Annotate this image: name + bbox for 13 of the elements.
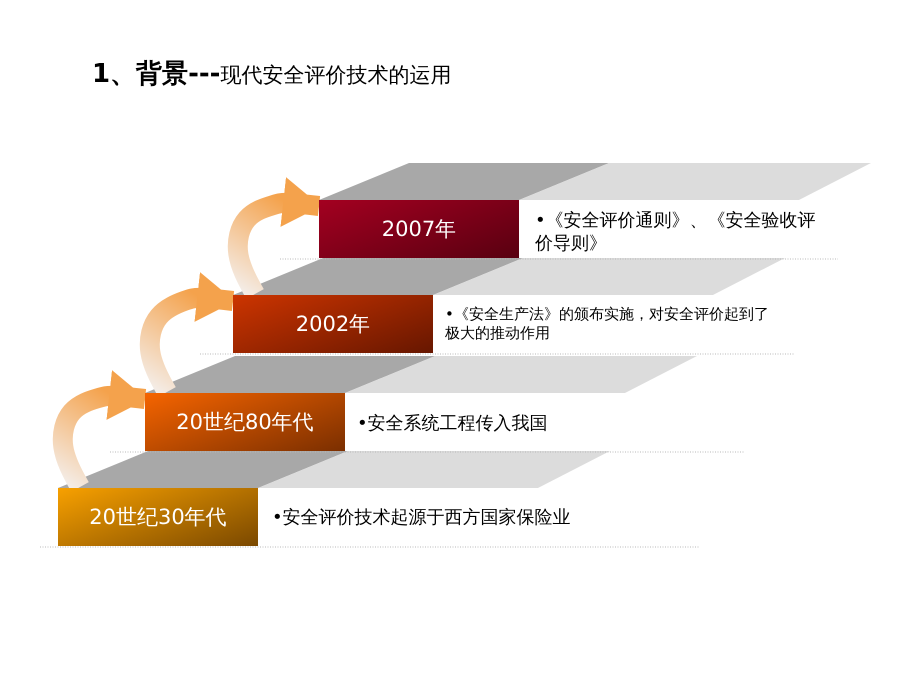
description-text: •《安全生产法》的颁布实施，对安全评价起到了极大的推动作用 [445,305,770,342]
year-box [58,488,258,546]
year-box [319,200,519,258]
year-box [233,295,433,353]
year-label: 2007年 [382,216,456,243]
year-label: 20世纪30年代 [89,504,227,531]
description-text: •安全系统工程传入我国 [357,413,549,436]
year-label: 2002年 [296,311,370,338]
description-text: •安全评价技术起源于西方国家保险业 [272,507,572,530]
year-label: 20世纪80年代 [176,409,314,436]
title: 1、背景---现代安全评价技术的运用 [92,58,452,91]
description-text: •《安全评价通则》、《安全验收评价导则》 [535,210,817,255]
year-box [145,393,345,451]
